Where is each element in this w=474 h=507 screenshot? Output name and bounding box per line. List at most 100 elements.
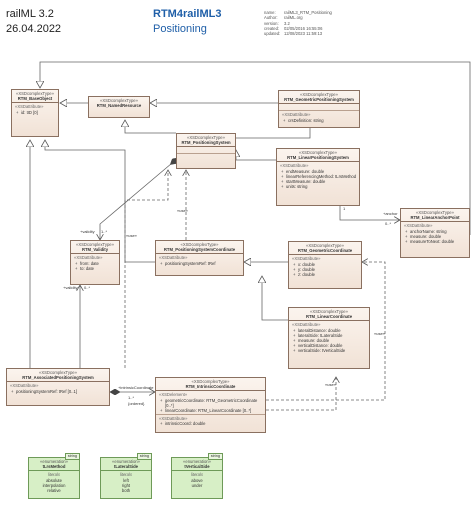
class-rtm-named-resource[interactable]: «XSDcomplexType» RTM_NamedResource [88, 96, 150, 118]
class-rtm-linear-positioning-system[interactable]: «XSDcomplexType» RTM_LinearPositioningSy… [276, 148, 360, 206]
section-header: «XSDattribute» [282, 112, 311, 118]
element: linearCoordinate: RTM_LinearCoordinate [… [159, 408, 263, 413]
attribute: id: tID [0] [15, 110, 56, 115]
intrinsic-multiplicity-label: 1..* [128, 395, 135, 400]
intrinsic-ordered-label: {ordered} [128, 401, 145, 406]
attribute: z: double [292, 272, 359, 277]
enum-tverticalside[interactable]: string «enumeration» tVerticalSide liter… [171, 453, 223, 499]
section-header: «XSDattribute» [292, 322, 321, 328]
literal: absolute [46, 477, 62, 483]
element: geometricCoordinate: RTM_GeometricCoordi… [159, 398, 263, 408]
class-rtm-geometric-positioning-system[interactable]: «XSDcomplexType» RTM_GeometricPositionin… [278, 90, 360, 128]
section-header: «XSDattribute» [159, 255, 188, 261]
literal-section: literals absolute interpolation relative [29, 471, 79, 494]
stereotype-label: «XSDcomplexType» [299, 150, 337, 155]
section-header: «XSDattribute» [15, 104, 44, 110]
enum-datatype-tag: string [64, 453, 80, 460]
attribute-section: «XSDattribute» id: tID [0] [12, 103, 58, 115]
attribute: lateralSide: tLateralSide [292, 333, 367, 338]
attribute: positioningSystemRef: tRef [159, 261, 241, 266]
stereotype-label: «XSDcomplexType» [416, 210, 454, 215]
section-header: «XSDelement» [159, 392, 188, 398]
section-header: «XSDattribute» [10, 383, 39, 389]
attribute: to: date [74, 266, 117, 271]
section-header: literals [190, 472, 204, 478]
enum-tlrsmethod[interactable]: string «enumeration» tLrsMethod literals… [28, 453, 80, 499]
stereotype-label: «XSDcomplexType» [300, 92, 338, 97]
enum-tlateralside[interactable]: string «enumeration» tLateralSide litera… [100, 453, 152, 499]
class-rtm-validity[interactable]: «XSDcomplexType» RTM_Validity «XSDattrib… [70, 240, 120, 285]
validity-multiplicity-label-2: 0..* [84, 285, 91, 290]
attribute: measure: double [292, 338, 367, 343]
stereotype-label: «enumeration» [40, 459, 68, 464]
literal: above [191, 477, 203, 483]
attribute-section: «XSDattribute» positioningSystemRef: tRe… [7, 382, 109, 394]
stereotype-label: «XSDcomplexType» [100, 98, 138, 103]
diagram-name: Positioning [153, 23, 207, 35]
section-header: «XSDattribute» [404, 223, 433, 229]
class-name: RTM_NamedResource [96, 103, 142, 109]
empty-section [279, 104, 359, 112]
stereotype-label: «XSDcomplexType» [187, 135, 225, 140]
class-rtm-linear-anchor-point[interactable]: «XSDcomplexType» RTM_LinearAnchorPoint «… [400, 208, 470, 258]
class-name: RTM_PositioningSystemCoordinate [156, 247, 243, 255]
class-name: RTM_LinearPositioningSystem [277, 155, 359, 163]
validity-role-label-2: +validity [63, 285, 78, 290]
meta-row: updated:12/08/2023 11:59:13 [264, 31, 323, 37]
attribute-section: «XSDattribute» positioningSystemRef: tRe… [156, 254, 243, 266]
attribute: lateralDistance: double [292, 328, 367, 333]
class-name: RTM_PositioningSystem [177, 140, 235, 148]
literal: relative [47, 488, 61, 494]
attribute-section: «XSDattribute» from: date to: date [71, 254, 119, 272]
literal: right [121, 482, 131, 488]
diagram-package-title: RTM4railML3 [153, 8, 222, 20]
stereotype-label: «XSDcomplexType» [76, 242, 114, 247]
attribute: linearReferencingMethod: tLrsMethod [280, 174, 357, 179]
class-name: RTM_GeometricCoordinate [289, 248, 361, 256]
enum-name: tVerticalSide [172, 464, 222, 472]
stereotype-label: «enumeration» [183, 459, 211, 464]
attribute: anchorName: string [404, 229, 467, 234]
meta-row: version:3.2 [264, 20, 290, 26]
enum-datatype-tag: string [136, 453, 152, 460]
literal: under [191, 482, 203, 488]
attribute: measureToNext: double [404, 239, 467, 244]
attribute: verticalSide: tVerticalSide [292, 348, 367, 353]
validity-multiplicity-label: 1..* [101, 229, 108, 234]
element-section: «XSDelement» geometricCoordinate: RTM_Ge… [156, 391, 265, 416]
section-header: «XSDattribute» [280, 163, 309, 169]
stereotype-label: «XSDcomplexType» [306, 243, 344, 248]
class-rtm-positioning-system[interactable]: «XSDcomplexType» RTM_PositioningSystem [176, 133, 236, 169]
use-dependency-label: «use» [374, 331, 385, 336]
anchor-role-label: +anchor [383, 211, 398, 216]
class-rtm-intrinsic-coordinate[interactable]: «XSDcomplexType» RTM_IntrinsicCoordinate… [155, 377, 266, 433]
validity-role-label: +validity [80, 229, 95, 234]
attribute-section: «XSDattribute» endMeasure: double linear… [277, 162, 359, 190]
enum-name: tLateralSide [101, 464, 151, 472]
class-rtm-geometric-coordinate[interactable]: «XSDcomplexType» RTM_GeometricCoordinate… [288, 241, 362, 289]
class-rtm-associated-positioning-system[interactable]: «XSDcomplexType» RTM_AssociatedPositioni… [6, 368, 110, 406]
stereotype-label: «XSDcomplexType» [310, 309, 348, 314]
literal-section: literals left right both [101, 471, 151, 494]
section-header: literals [47, 472, 61, 478]
use-dependency-label: «use» [177, 208, 188, 213]
attribute-section: «XSDattribute» crsDefinition: string [279, 111, 359, 123]
class-name: RTM_LinearAnchorPoint [401, 215, 469, 223]
class-rtm-positioning-system-coordinate[interactable]: «XSDcomplexType» RTM_PositioningSystemCo… [155, 240, 244, 276]
class-name: RTM_AssociatedPositioningSystem [7, 375, 109, 383]
empty-section [177, 154, 235, 160]
anchor-multiplicity-label: 0..* [385, 221, 392, 226]
attribute: y: double [292, 267, 359, 272]
class-rtm-linear-coordinate[interactable]: «XSDcomplexType» RTM_LinearCoordinate «X… [288, 307, 370, 369]
class-name: RTM_LinearCoordinate [289, 314, 369, 322]
empty-section [177, 147, 235, 155]
enum-name: tLrsMethod [29, 464, 79, 472]
attribute: endMeasure: double [280, 169, 357, 174]
class-rtm-base-object[interactable]: «XSDcomplexType» RTM_BaseObject «XSDattr… [11, 89, 59, 137]
section-header: «XSDattribute» [159, 416, 188, 422]
attribute-section: «XSDattribute» intrinsicCoord: double [156, 415, 265, 427]
diagram-metadata: name:railML3_RTM_Positioning Author:rail… [264, 10, 332, 36]
use-dependency-label: «use» [325, 382, 336, 387]
attribute: x: double [292, 262, 359, 267]
class-name: RTM_IntrinsicCoordinate [156, 384, 265, 392]
